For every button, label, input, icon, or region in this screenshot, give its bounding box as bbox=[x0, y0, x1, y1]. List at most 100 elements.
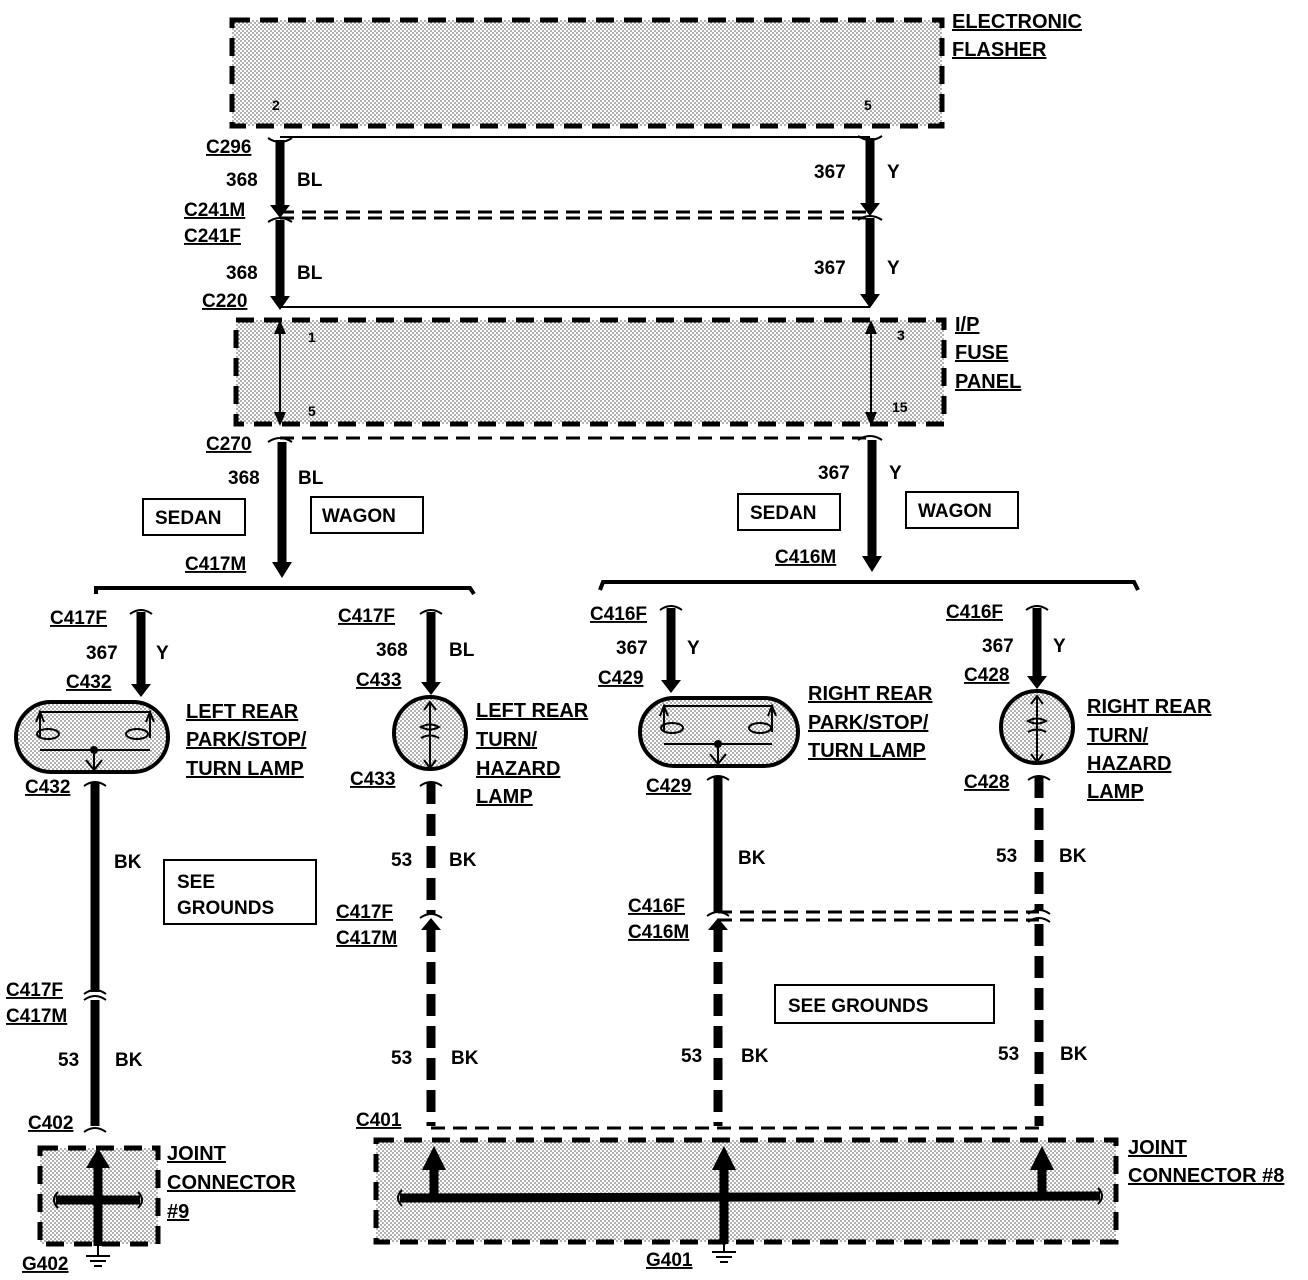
color-bk-lr-turn: BK bbox=[449, 850, 477, 871]
lr-turn-label-4: LAMP bbox=[476, 786, 533, 808]
sedan-label-left: SEDAN bbox=[155, 508, 222, 529]
color-y-low: Y bbox=[889, 463, 902, 484]
flasher-pin-2: 2 bbox=[272, 97, 280, 113]
ground-g401: G401 bbox=[646, 1250, 693, 1271]
circuit-367-mid: 367 bbox=[814, 258, 846, 279]
circuit-367-rr-turn: 367 bbox=[982, 636, 1014, 657]
connector-c417m: C417M bbox=[185, 554, 246, 575]
fuse-panel-label-2: FUSE bbox=[955, 342, 1008, 364]
jc9-label-1: JOINT bbox=[167, 1143, 226, 1165]
connector-c417m-g402: C417M bbox=[6, 1006, 67, 1027]
color-bk-c401: BK bbox=[451, 1048, 479, 1069]
lr-park-label-3: TURN LAMP bbox=[186, 758, 304, 780]
color-bk-rr-turn-low: BK bbox=[1060, 1044, 1088, 1065]
connector-c428-bottom: C428 bbox=[964, 772, 1009, 793]
rr-park-label-3: TURN LAMP bbox=[808, 740, 926, 762]
wagon-label-right: WAGON bbox=[918, 501, 992, 522]
connector-c416m: C416M bbox=[775, 547, 836, 568]
color-bl-low: BL bbox=[298, 468, 324, 489]
lr-turn-label-1: LEFT REAR bbox=[476, 700, 589, 722]
color-bk-rr-turn: BK bbox=[1059, 846, 1087, 867]
connector-c417m-lr-turn-low: C417M bbox=[336, 928, 397, 949]
circuit-367-lr-park: 367 bbox=[86, 643, 118, 664]
see-grounds-wide-label: SEE GROUNDS bbox=[788, 996, 928, 1017]
fuse-pin-5: 5 bbox=[308, 403, 316, 419]
joint-connector-9: JOINT CONNECTOR #9 bbox=[37, 1143, 296, 1267]
connector-c433-top: C433 bbox=[356, 670, 401, 691]
jc9-label-2: CONNECTOR bbox=[167, 1172, 296, 1194]
color-bk-rr-park-low: BK bbox=[741, 1046, 769, 1067]
connector-c270: C270 bbox=[206, 434, 251, 455]
wagon-note-left: WAGON bbox=[310, 496, 424, 534]
joint-connector-8: JOINT CONNECTOR #8 bbox=[373, 1137, 1284, 1263]
connector-c429-top: C429 bbox=[598, 668, 643, 689]
electronic-flasher: ELECTRONIC FLASHER 2 5 bbox=[229, 11, 1082, 129]
connector-c417f-lr-park: C417F bbox=[50, 608, 107, 629]
color-bl-upper: BL bbox=[297, 170, 323, 191]
connector-c416f-rr-park: C416F bbox=[590, 604, 647, 625]
rr-turn-label-4: LAMP bbox=[1087, 781, 1144, 803]
sedan-label-right: SEDAN bbox=[750, 503, 817, 524]
see-grounds-label-2: GROUNDS bbox=[177, 898, 274, 919]
left-rear-park-branch bbox=[14, 609, 170, 1133]
circuit-368-lr-turn: 368 bbox=[376, 640, 408, 661]
connector-c416f-rr-turn: C416F bbox=[946, 602, 1003, 623]
circuit-53-lr-turn: 53 bbox=[391, 850, 412, 871]
jc9-label-3: #9 bbox=[167, 1201, 189, 1223]
color-y-rr-park: Y bbox=[687, 638, 700, 659]
rr-park-label-1: RIGHT REAR bbox=[808, 683, 933, 705]
circuit-367-rr-park: 367 bbox=[616, 638, 648, 659]
circuit-367-upper: 367 bbox=[814, 162, 846, 183]
connector-c296: C296 bbox=[206, 137, 251, 158]
circuit-368-low: 368 bbox=[228, 468, 260, 489]
sedan-note-right: SEDAN bbox=[737, 493, 841, 531]
connector-c416m-rr-low: C416M bbox=[628, 922, 689, 943]
flasher-pin-5: 5 bbox=[864, 97, 872, 113]
rr-turn-label-1: RIGHT REAR bbox=[1087, 696, 1212, 718]
ip-fuse-panel: 1 5 3 15 I/P FUSE PANEL bbox=[233, 314, 1021, 427]
fuse-pin-1: 1 bbox=[308, 329, 316, 345]
lr-turn-label-3: HAZARD bbox=[476, 758, 560, 780]
rr-park-label-2: PARK/STOP/ bbox=[808, 712, 929, 734]
rr-turn-label-3: HAZARD bbox=[1087, 753, 1171, 775]
connector-c433-bottom: C433 bbox=[350, 769, 395, 790]
circuit-53-rr-park: 53 bbox=[681, 1046, 702, 1067]
wagon-note-right: WAGON bbox=[905, 491, 1019, 529]
circuit-368-mid: 368 bbox=[226, 263, 258, 284]
color-y-mid: Y bbox=[887, 258, 900, 279]
color-bk-g402: BK bbox=[115, 1050, 143, 1071]
fuse-panel-label-1: I/P bbox=[955, 314, 979, 336]
right-rear-turn-branch bbox=[999, 605, 1075, 1126]
fuse-pin-15: 15 bbox=[892, 399, 908, 415]
see-grounds-note-left: SEE GROUNDS bbox=[163, 859, 317, 925]
connector-c401: C401 bbox=[356, 1110, 402, 1131]
connector-c241f: C241F bbox=[184, 226, 241, 247]
connector-c402: C402 bbox=[28, 1113, 73, 1134]
connector-c241m: C241M bbox=[184, 200, 245, 221]
jc8-label-1: JOINT bbox=[1128, 1137, 1187, 1159]
connector-c220: C220 bbox=[202, 291, 247, 312]
lr-park-label-2: PARK/STOP/ bbox=[186, 729, 307, 751]
circuit-53-g402: 53 bbox=[58, 1050, 79, 1071]
color-y-lr-park: Y bbox=[156, 643, 169, 664]
color-bk-lr-park: BK bbox=[114, 852, 142, 873]
flasher-label-2: FLASHER bbox=[952, 39, 1047, 61]
right-rear-park-branch bbox=[638, 605, 800, 1126]
lr-turn-label-2: TURN/ bbox=[476, 729, 538, 751]
connector-c432-bottom: C432 bbox=[25, 777, 70, 798]
connector-c417f-lr-turn: C417F bbox=[338, 606, 395, 627]
color-y-rr-turn: Y bbox=[1053, 636, 1066, 657]
fuse-pin-3: 3 bbox=[897, 327, 905, 343]
lower-feed-wires bbox=[94, 435, 1140, 596]
flasher-label-1: ELECTRONIC bbox=[952, 11, 1082, 33]
fuse-panel-label-3: PANEL bbox=[955, 371, 1021, 393]
see-grounds-note-right: SEE GROUNDS bbox=[774, 984, 995, 1024]
upper-wires bbox=[267, 135, 883, 310]
rr-turn-label-2: TURN/ bbox=[1087, 725, 1149, 747]
left-rear-turn-branch bbox=[392, 609, 468, 1126]
circuit-53-rr-turn-low: 53 bbox=[998, 1044, 1019, 1065]
circuit-367-low: 367 bbox=[818, 463, 850, 484]
connector-c428-top: C428 bbox=[964, 665, 1009, 686]
color-y-upper: Y bbox=[887, 162, 900, 183]
